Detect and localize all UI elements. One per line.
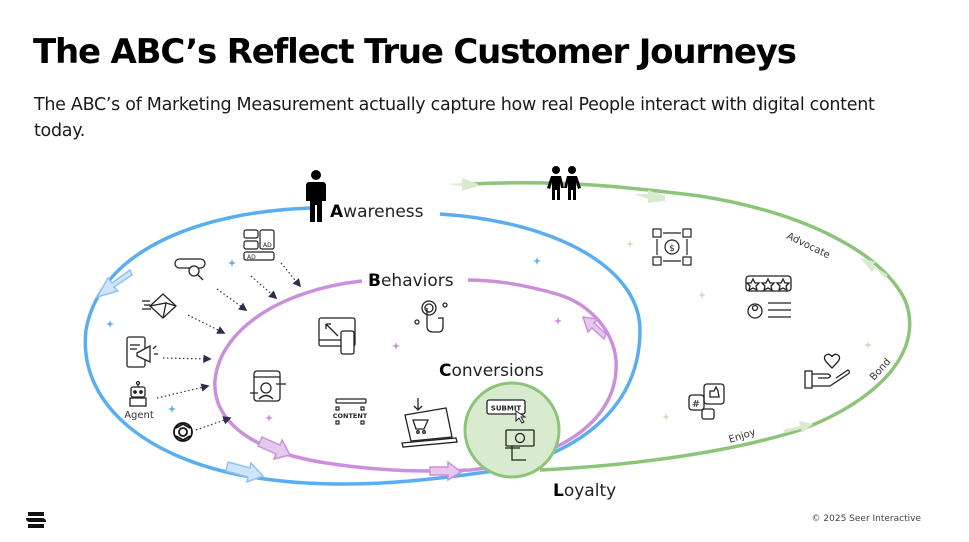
- loop-label-advocate: Advocate: [785, 231, 832, 261]
- search-icon: [174, 258, 206, 281]
- people-pair-icon: [547, 166, 581, 200]
- stage-conversions: Conversions: [439, 361, 544, 381]
- agent-label: Agent: [124, 410, 154, 421]
- sparkle-decorations: [106, 240, 872, 422]
- conversion-circle: SUBMIT: [463, 381, 561, 479]
- svg-text:CONTENT: CONTENT: [333, 412, 368, 420]
- shopping-cart-icon: [401, 398, 458, 448]
- loyalty-arrow-3: [860, 258, 888, 278]
- behaviors-arrow-3: [581, 316, 607, 341]
- awareness-arrow-2: [225, 461, 265, 484]
- behaviors-arrow-2: [429, 460, 463, 482]
- behaviors-loop: [213, 278, 618, 482]
- svg-text:#: #: [692, 399, 700, 410]
- display-ads-icon: AD AD: [243, 229, 275, 261]
- slide-title: The ABC’s Reflect True Customer Journeys: [33, 32, 797, 72]
- svg-text:SUBMIT: SUBMIT: [491, 405, 522, 413]
- review-rating-icon: [745, 275, 792, 319]
- svg-text:$: $: [669, 244, 675, 254]
- behaviors-arrow-1: [257, 436, 292, 461]
- awareness-arrow-1: [95, 268, 133, 299]
- web-profile-icon: [250, 370, 286, 402]
- seer-logo: [26, 512, 46, 528]
- exchange-money-icon: $: [652, 228, 692, 266]
- loyalty-arrow-4: [783, 421, 813, 433]
- care-hand-heart-icon: [804, 353, 851, 389]
- content-icon: CONTENT: [333, 398, 368, 425]
- email-icon: [142, 293, 177, 319]
- footer-copyright: © 2025 Seer Interactive: [811, 514, 921, 524]
- submit-button-icon: SUBMIT: [486, 399, 527, 424]
- svg-text:AD: AD: [247, 254, 256, 261]
- person-icon: [306, 170, 326, 222]
- awareness-loop: [83, 206, 642, 486]
- stage-loyalty: Loyalty: [553, 481, 616, 501]
- responsive-device-icon: [318, 317, 356, 355]
- channel-connectors: [156, 262, 302, 431]
- slide-subtitle: The ABC’s of Marketing Measurement actua…: [34, 95, 875, 141]
- loop-label-bond: Bond: [868, 357, 893, 383]
- click-touch-icon: [414, 300, 448, 333]
- openai-icon: [173, 422, 193, 442]
- mobile-promo-icon: [126, 336, 158, 368]
- robot-agent-icon: [129, 380, 147, 407]
- social-engagement-icon: #: [688, 383, 725, 420]
- stage-behaviors: Behaviors: [368, 271, 454, 291]
- loyalty-arrow-2: [634, 190, 665, 203]
- stage-awareness: Awareness: [330, 202, 424, 222]
- payment-icon: [505, 429, 535, 461]
- loyalty-arrow-1: [448, 178, 478, 191]
- svg-text:AD: AD: [263, 242, 272, 249]
